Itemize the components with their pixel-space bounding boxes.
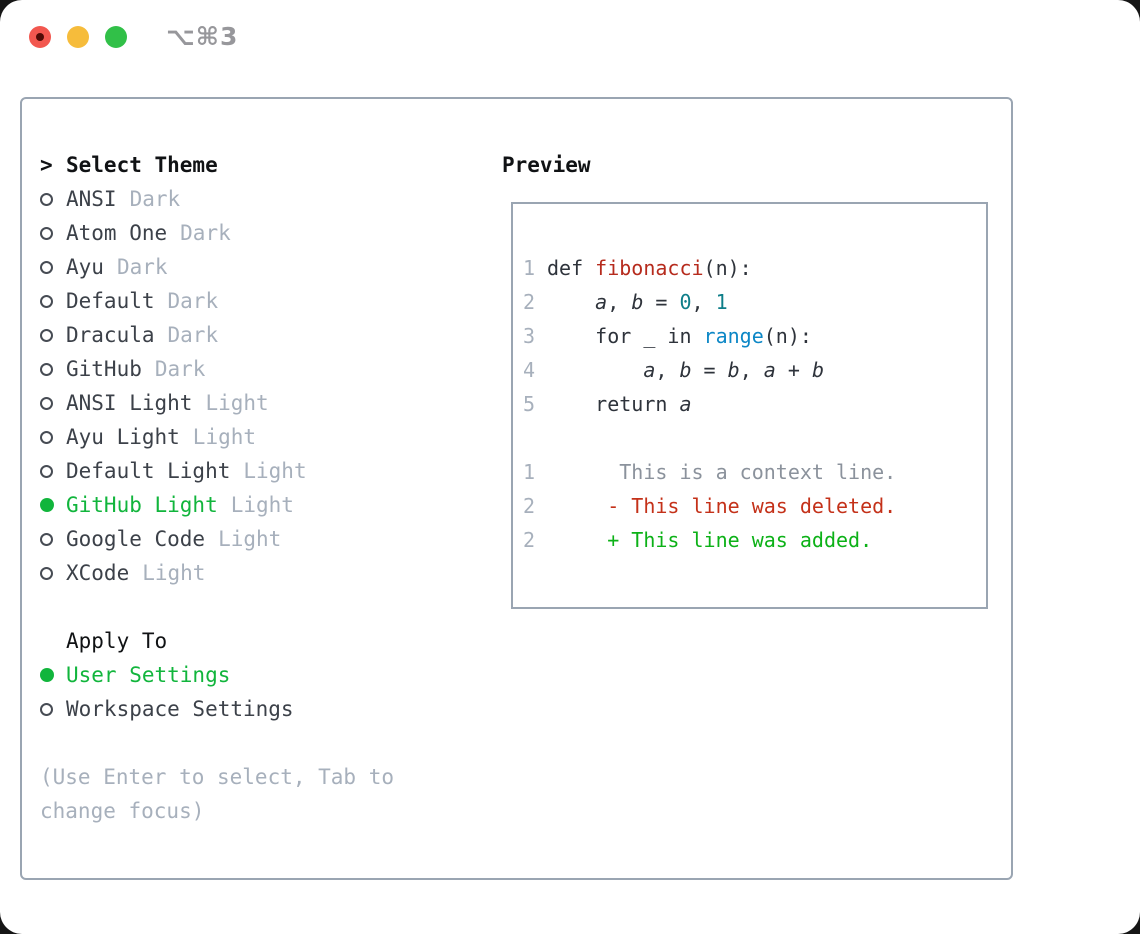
theme-option[interactable]: Atom One Dark (40, 216, 307, 250)
option-label: ANSI (66, 187, 117, 211)
option-label: XCode (66, 561, 130, 585)
option-label: GitHub Light (66, 493, 218, 517)
option-variant-label: Dark (154, 357, 206, 381)
select-theme-title: Select Theme (66, 153, 218, 177)
apply-to-option[interactable]: Workspace Settings (40, 692, 294, 726)
radio-unselected-icon (40, 328, 66, 342)
radio-unselected-icon (40, 294, 66, 308)
option-label: Ayu Light (66, 425, 180, 449)
radio-unselected-icon (40, 396, 66, 410)
theme-option[interactable]: Ayu Dark (40, 250, 307, 284)
theme-option[interactable]: XCode Light (40, 556, 307, 590)
code-line: 2 + This line was added. (523, 523, 986, 557)
option-label: User Settings (66, 663, 231, 687)
option-label: GitHub (66, 357, 142, 381)
radio-unselected-icon (40, 192, 66, 206)
hint-line-2: change focus) (40, 799, 205, 823)
line-content: return a (547, 392, 692, 416)
close-button-icon[interactable] (29, 26, 51, 48)
line-content: - This line was deleted. (547, 494, 897, 518)
option-label: Default Light (66, 459, 231, 483)
option-variant-label: Dark (180, 221, 231, 245)
option-label: Atom One (66, 221, 168, 245)
radio-unselected-icon (40, 226, 66, 240)
code-line: 2 - This line was deleted. (523, 489, 986, 523)
radio-unselected-icon (40, 430, 66, 444)
option-variant-label: Light (142, 561, 206, 585)
theme-option[interactable]: GitHub Light Light (40, 488, 307, 522)
blank-line (523, 421, 986, 455)
code-line: 1 def fibonacci(n): (523, 251, 986, 285)
theme-option[interactable]: Ayu Light Light (40, 420, 307, 454)
line-number: 2 (523, 494, 536, 518)
option-variant-label: Dark (116, 255, 168, 279)
radio-unselected-icon (40, 464, 66, 478)
titlebar: ⌥⌘3 (0, 0, 1140, 74)
apply-to-title: Apply To (66, 629, 168, 653)
option-variant-label: Dark (167, 289, 219, 313)
theme-option[interactable]: GitHub Dark (40, 352, 307, 386)
radio-selected-icon (40, 668, 66, 682)
line-content: for _ in range(n): (547, 324, 812, 348)
option-variant-label: Light (192, 425, 257, 449)
line-number: 4 (523, 358, 536, 382)
radio-unselected-icon (40, 702, 66, 716)
traffic-lights (29, 26, 127, 48)
option-label: Ayu (66, 255, 104, 279)
option-label: Dracula (66, 323, 155, 347)
option-label: ANSI Light (66, 391, 193, 415)
theme-option[interactable]: Dracula Dark (40, 318, 307, 352)
code-line: 5 return a (523, 387, 986, 421)
line-number: 1 (523, 256, 536, 280)
code-line: 1 This is a context line. (523, 455, 986, 489)
preview-title: Preview (502, 153, 591, 177)
line-content: a, b = b, a + b (643, 358, 824, 382)
code-line: 2 a, b = 0, 1 (523, 285, 986, 319)
radio-unselected-icon (40, 260, 66, 274)
option-variant-label: Light (230, 493, 294, 517)
radio-unselected-icon (40, 566, 66, 580)
option-variant-label: Light (205, 391, 269, 415)
line-content: This is a context line. (547, 460, 897, 484)
minimize-button-icon[interactable] (67, 26, 89, 48)
line-number: 2 (523, 528, 536, 552)
theme-option[interactable]: Google Code Light (40, 522, 307, 556)
code-line: 4 a, b = b, a + b (523, 353, 986, 387)
hint-line-1: (Use Enter to select, Tab to (40, 765, 395, 789)
option-variant-label: Light (243, 459, 307, 483)
prompt-icon: > (40, 153, 53, 177)
option-variant-label: Dark (129, 187, 181, 211)
line-number: 2 (523, 290, 536, 314)
option-label: Google Code (66, 527, 206, 551)
line-number: 5 (523, 392, 536, 416)
option-variant-label: Light (218, 527, 282, 551)
window-title-shortcut: ⌥⌘3 (166, 22, 239, 51)
radio-unselected-icon (40, 362, 66, 376)
keyboard-hint: (Use Enter to select, Tab to change focus… (40, 760, 394, 828)
maximize-button-icon[interactable] (105, 26, 127, 48)
select-theme-header: > Select Theme (40, 148, 307, 182)
apply-to-option[interactable]: User Settings (40, 658, 294, 692)
radio-selected-icon (40, 498, 66, 512)
theme-option[interactable]: Default Dark (40, 284, 307, 318)
theme-option[interactable]: ANSI Dark (40, 182, 307, 216)
radio-unselected-icon (40, 532, 66, 546)
line-number: 3 (523, 324, 536, 348)
line-content: a, b = 0, 1 (595, 290, 728, 314)
apply-to-header: Apply To (40, 624, 294, 658)
theme-option[interactable]: Default Light Light (40, 454, 307, 488)
theme-option[interactable]: ANSI Light Light (40, 386, 307, 420)
option-variant-label: Dark (167, 323, 219, 347)
line-content: def fibonacci(n): (547, 256, 752, 280)
line-content: + This line was added. (547, 528, 873, 552)
line-number: 1 (523, 460, 536, 484)
code-line: 3 for _ in range(n): (523, 319, 986, 353)
option-label: Workspace Settings (66, 697, 294, 721)
option-label: Default (66, 289, 155, 313)
